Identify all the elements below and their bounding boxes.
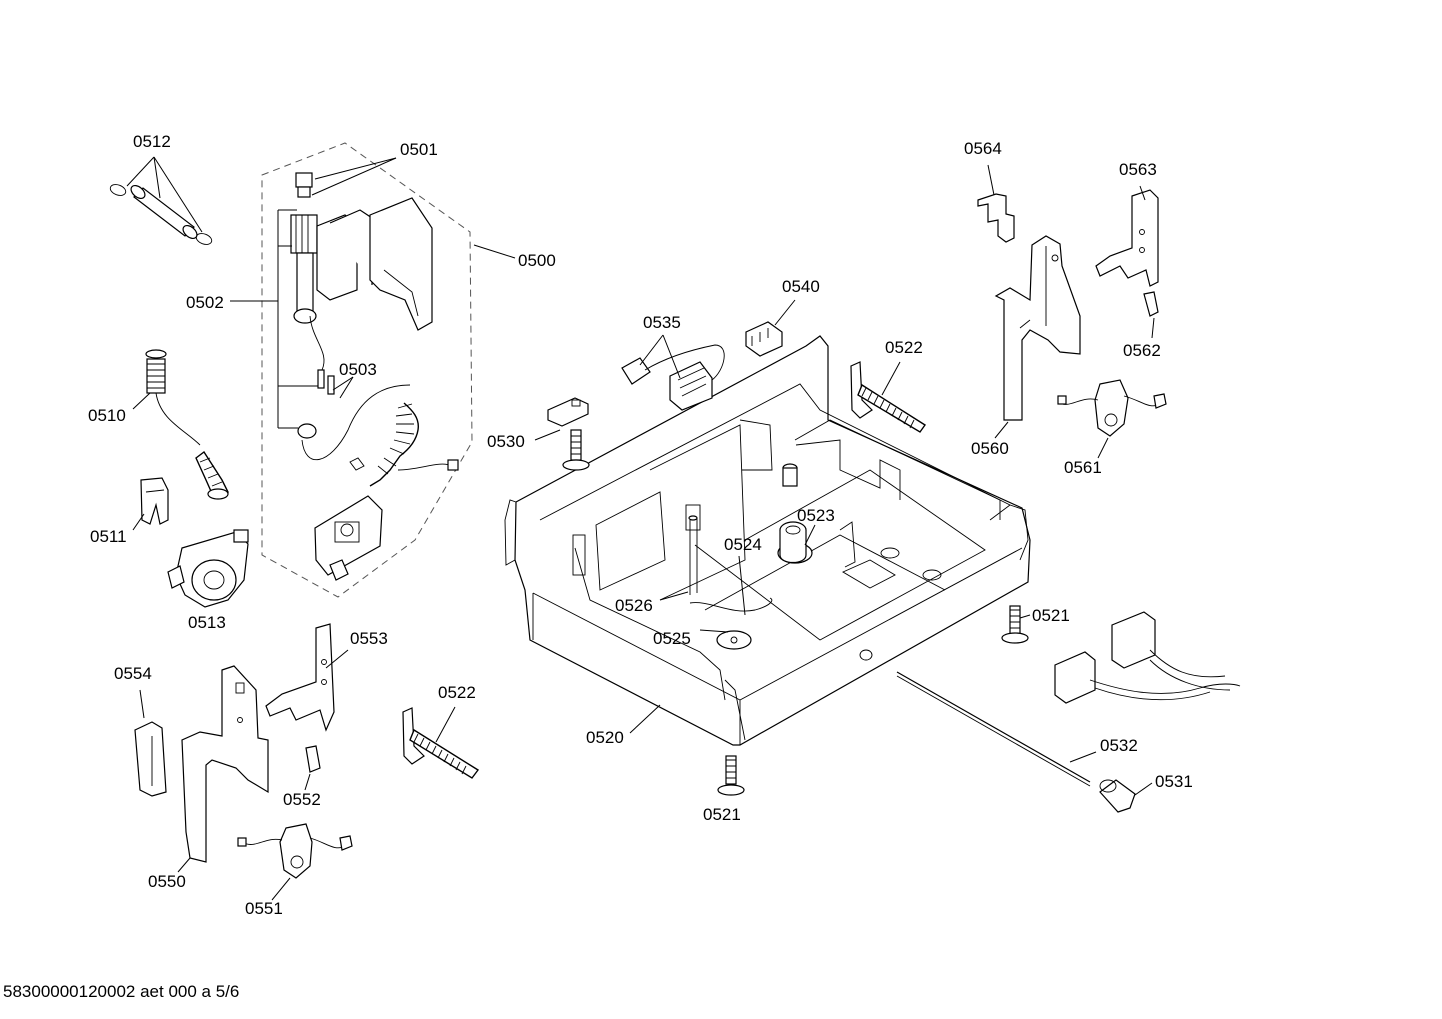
label-0552: 0552 — [283, 790, 321, 809]
label-0511: 0511 — [90, 527, 127, 546]
label-0532: 0532 — [1100, 736, 1138, 755]
label-0503: 0503 — [339, 360, 377, 379]
label-0522-bottom: 0522 — [438, 683, 476, 702]
part-0550-bracket — [181, 665, 269, 863]
label-0510: 0510 — [88, 406, 126, 425]
part-0521-screw-bottom — [717, 755, 745, 796]
label-0512: 0512 — [133, 132, 171, 151]
part-0561-switch — [1057, 379, 1167, 437]
label-0521-right: 0521 — [1032, 606, 1070, 625]
part-0551-switch — [237, 823, 353, 879]
part-0511-clip — [140, 477, 169, 525]
part-0523-ring — [779, 521, 807, 564]
label-0540: 0540 — [782, 277, 820, 296]
part-0525-float — [689, 597, 773, 650]
label-0562: 0562 — [1123, 341, 1161, 360]
assembly-0500-outline — [261, 142, 473, 598]
label-0554: 0554 — [114, 664, 152, 683]
label-0520: 0520 — [586, 728, 624, 747]
part-wiring-harness — [1054, 611, 1241, 704]
part-0540-connector — [745, 321, 783, 357]
part-0535-wiring — [621, 344, 725, 411]
label-0560: 0560 — [971, 439, 1009, 458]
part-0563-bracket — [1095, 189, 1159, 287]
label-0564: 0564 — [964, 139, 1002, 158]
label-0526: 0526 — [615, 596, 653, 615]
part-0564-bracket — [977, 193, 1015, 243]
part-0501-valve-assembly — [290, 172, 433, 439]
label-0553: 0553 — [350, 629, 388, 648]
part-0531-cap — [1099, 779, 1136, 813]
part-0503-hose — [349, 402, 459, 487]
label-0502: 0502 — [186, 293, 224, 312]
part-0562-clip — [1143, 291, 1159, 317]
part-0510-hose — [145, 349, 229, 500]
part-0552-clip — [305, 745, 321, 773]
label-0523: 0523 — [797, 506, 835, 525]
label-0524: 0524 — [724, 535, 762, 554]
label-0535: 0535 — [643, 313, 681, 332]
part-0560-bracket — [994, 235, 1081, 421]
label-0521-bottom: 0521 — [703, 805, 741, 824]
part-0554-bracket — [134, 721, 167, 797]
part-0530-screw — [547, 397, 590, 471]
part-0520-base — [504, 335, 1031, 746]
part-0512-hose — [109, 156, 213, 245]
label-0531: 0531 — [1155, 772, 1193, 791]
label-0530: 0530 — [487, 432, 525, 451]
label-0501: 0501 — [400, 140, 438, 159]
drawing-reference-footer: 58300000120002 aet 000 a 5/6 — [3, 982, 240, 1001]
part-0522-spring-bottom — [402, 707, 480, 779]
label-0551: 0551 — [245, 899, 283, 918]
part-0521-screw-right — [1001, 605, 1029, 644]
label-0550: 0550 — [148, 872, 186, 891]
part-0503-bracket — [314, 495, 383, 581]
part-0522-spring-top — [850, 361, 926, 433]
part-0553-bracket — [265, 623, 335, 732]
label-0522-top: 0522 — [885, 338, 923, 357]
label-0500: 0500 — [518, 251, 556, 270]
label-0513: 0513 — [188, 613, 226, 632]
label-0563: 0563 — [1119, 160, 1157, 179]
label-0561: 0561 — [1064, 458, 1102, 477]
part-0532-rod — [896, 671, 1091, 787]
part-0513-pump — [167, 529, 249, 608]
label-0525: 0525 — [653, 629, 691, 648]
